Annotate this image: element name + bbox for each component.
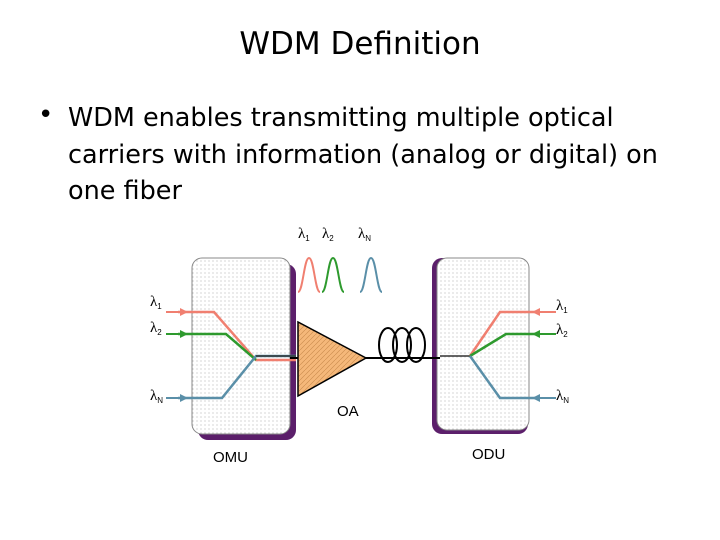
bullet-dot: •: [38, 100, 54, 130]
odu-lambda1-path: [468, 310, 540, 357]
input-lambdaN-label: λN: [150, 388, 163, 405]
fiber-spool: [378, 327, 426, 363]
output-lambda2-label: λ2: [556, 322, 568, 339]
output-lambda1-label: λ1: [556, 298, 568, 315]
output-arrows: [532, 308, 556, 402]
odu-label: ODU: [472, 446, 505, 463]
input-arrows: [166, 308, 188, 402]
optical-amplifier: [297, 320, 368, 398]
bullet-text: WDM enables transmitting multiple optica…: [68, 103, 658, 206]
slide-title: WDM Definition: [239, 26, 481, 62]
spectrum-lambdaN-label: λN: [358, 226, 371, 243]
peak-lambdaN: [359, 256, 383, 293]
omu-label: OMU: [213, 449, 248, 466]
odu-paths: [440, 310, 540, 400]
odu-lambdaN-path: [468, 355, 540, 400]
input-labels: λ1 λ2 λN: [150, 294, 163, 405]
peak-lambda2: [321, 256, 345, 293]
spectrum-lambda1-label: λ1: [298, 226, 310, 243]
odu-box: [432, 257, 530, 434]
output-lambdaN-label: λN: [556, 388, 569, 405]
spectrum-labels: λ1 λ2 λN: [298, 226, 371, 243]
spectrum-peaks: [297, 256, 383, 293]
odu-lambda2-path: [469, 332, 540, 358]
omu-paths: [178, 310, 296, 400]
peak-lambda1: [297, 256, 321, 293]
output-labels: λ1 λ2 λN: [556, 298, 569, 405]
spectrum-lambda2-label: λ2: [322, 226, 334, 243]
input-lambda2-label: λ2: [150, 320, 162, 337]
oa-label: OA: [337, 403, 359, 420]
omu-lambda1-path: [178, 310, 296, 362]
input-lambda1-label: λ1: [150, 294, 162, 311]
omu-lambda2-path: [178, 332, 257, 361]
